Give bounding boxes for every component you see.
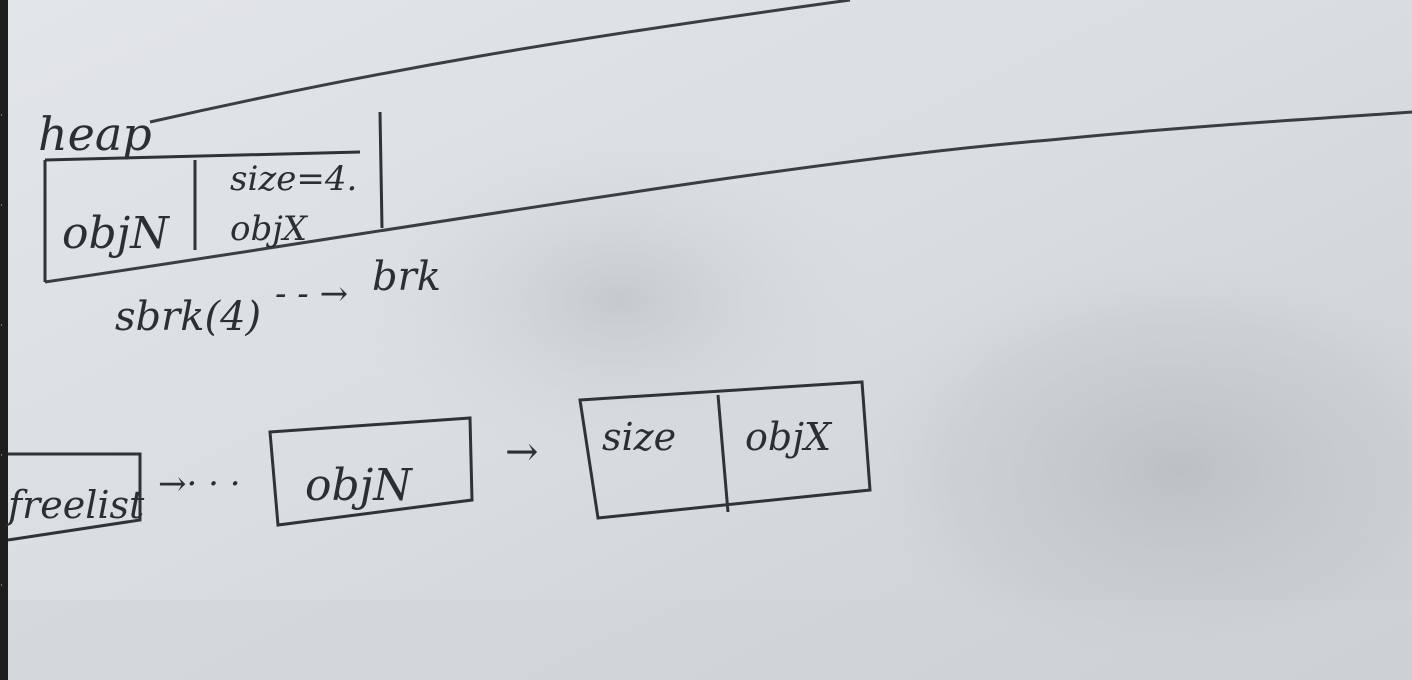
- shadow-right: [850, 250, 1412, 680]
- freelist-node2-left: size: [602, 415, 676, 459]
- frame-glyph: ·: [0, 581, 3, 591]
- heap-cell-left: objN: [62, 208, 170, 259]
- freelist-node1-box: [268, 416, 474, 527]
- brk-label: brk: [372, 254, 441, 300]
- freelist-box: [7, 452, 142, 542]
- freelist-node2-box: [578, 380, 872, 520]
- left-frame-strip: [0, 0, 8, 680]
- freelist-label: freelist: [5, 483, 145, 527]
- freelist-arrow2: →: [505, 429, 539, 475]
- heap-top-boundary: [149, 0, 851, 124]
- heap-cell-right-line1: size=4.: [230, 159, 357, 199]
- heap-box: [43, 111, 384, 282]
- freelist-node1-label: objN: [305, 460, 413, 511]
- freelist-node2-right: objX: [745, 415, 833, 459]
- bottom-band: [8, 600, 1412, 680]
- frame-glyph: ·: [0, 111, 3, 121]
- heap-cell-right-line2: objX: [230, 209, 309, 249]
- frame-glyph: ·: [0, 321, 3, 331]
- heap-bottom-boundary: [44, 110, 1412, 284]
- sbrk-call: sbrk(4): [115, 294, 261, 340]
- frame-glyph: ·: [0, 451, 3, 461]
- sbrk-arrow: - - →: [275, 274, 348, 314]
- freelist-arrow: →· · ·: [158, 464, 241, 504]
- frame-glyph: ·: [0, 201, 3, 211]
- heap-label: heap: [38, 107, 152, 161]
